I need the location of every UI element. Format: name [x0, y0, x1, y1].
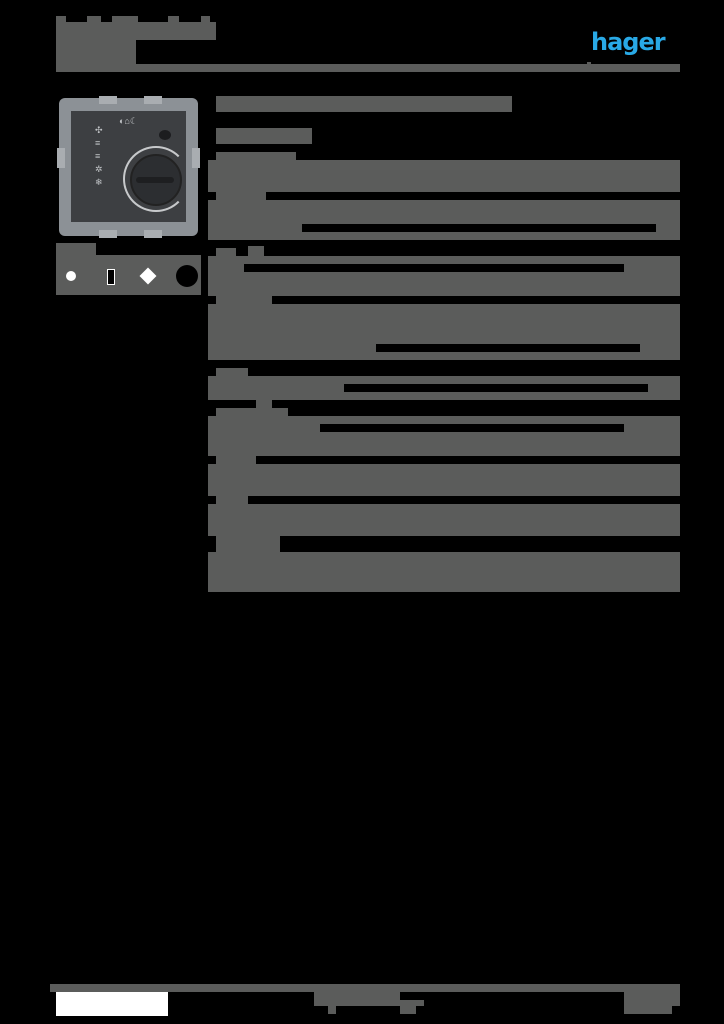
header-title-redacted	[56, 16, 66, 26]
header-title-redacted	[168, 16, 179, 26]
footer-center-text-redacted	[328, 1006, 336, 1014]
fan-level-2-icon: ≡	[95, 151, 101, 161]
header-subtitle-redacted	[56, 40, 84, 64]
paragraph-redacted	[208, 344, 376, 352]
header-title-redacted	[201, 16, 210, 26]
paragraph-redacted	[208, 272, 680, 296]
paragraph-redacted	[624, 264, 680, 272]
paragraph-redacted	[208, 352, 680, 360]
device-faceplate: ✣ ≡ ≡ ✲ ❄ ◐⌂☾	[71, 111, 189, 222]
footer-center-text-redacted	[400, 1000, 424, 1006]
header-title-redacted	[87, 16, 101, 26]
paragraph-redacted	[624, 424, 680, 432]
paragraph-redacted	[208, 264, 244, 272]
paragraph-redacted	[208, 200, 680, 224]
setpoint-knob	[130, 154, 182, 206]
flush-mounted-icon	[99, 265, 121, 287]
icons-label-redacted	[56, 243, 96, 257]
presence-button	[159, 130, 171, 140]
paragraph-redacted	[208, 224, 302, 232]
paragraph-redacted	[208, 464, 680, 496]
paragraph-redacted	[208, 504, 680, 536]
bus-system-icon	[137, 265, 159, 287]
sun-icon: ✲	[95, 164, 103, 174]
product-title-redacted	[216, 96, 512, 112]
header-title-redacted	[56, 22, 216, 40]
paragraph-redacted	[208, 424, 320, 432]
section-heading-redacted	[216, 496, 248, 506]
section-heading-redacted	[248, 246, 264, 256]
paragraph-redacted	[208, 432, 680, 456]
setpoint-scale	[123, 146, 189, 212]
product-image: ✣ ≡ ≡ ✲ ❄ ◐⌂☾	[57, 96, 200, 238]
paragraph-redacted	[208, 256, 680, 264]
section-heading-redacted	[216, 456, 256, 466]
paragraph-redacted	[208, 416, 680, 424]
footer-page-number-redacted	[624, 1006, 672, 1014]
footer-logo-area	[56, 992, 168, 1016]
footer-center-text-redacted	[314, 992, 400, 1006]
paragraph-redacted	[208, 392, 680, 400]
fan-level-1-icon: ≡	[95, 138, 101, 148]
paragraph-redacted	[656, 224, 680, 232]
footer-page-number-redacted	[624, 992, 680, 1006]
section-heading-redacted	[216, 152, 296, 162]
paragraph-redacted	[640, 344, 680, 352]
paragraph-redacted	[648, 384, 680, 392]
section-heading-redacted	[216, 408, 288, 418]
header-title-redacted	[112, 16, 138, 26]
paragraph-redacted	[208, 552, 680, 592]
article-number-redacted	[216, 128, 312, 144]
operation-icon	[60, 265, 82, 287]
footer-rule	[50, 984, 680, 992]
frost-icon: ❄	[95, 177, 103, 187]
paragraph-redacted	[216, 192, 266, 202]
color-swatch-icon	[176, 265, 198, 287]
paragraph-redacted	[208, 376, 680, 384]
section-heading-redacted	[216, 536, 280, 552]
section-heading-redacted	[216, 295, 272, 305]
mode-icons: ◐⌂☾	[119, 116, 138, 126]
paragraph-redacted	[208, 384, 344, 392]
section-heading-redacted	[216, 248, 236, 258]
paragraph-redacted	[208, 232, 680, 240]
paragraph-redacted	[208, 160, 680, 192]
section-heading-redacted	[216, 368, 248, 378]
fan-icon: ✣	[95, 125, 103, 135]
footer-center-text-redacted	[400, 1006, 416, 1014]
paragraph-redacted	[208, 304, 680, 344]
header-rule	[56, 64, 680, 72]
section-heading-redacted	[256, 400, 272, 410]
brand-logo: hager	[591, 28, 666, 56]
